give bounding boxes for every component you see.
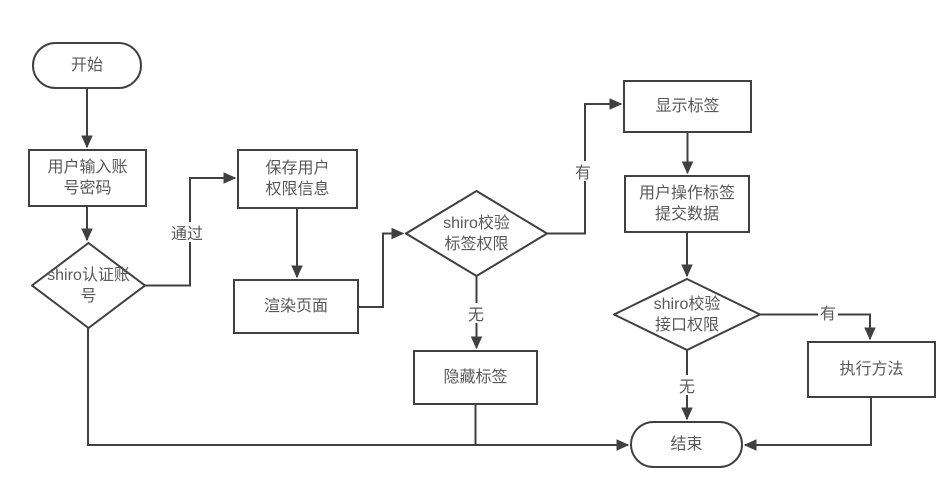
node-hide-tag-label: 隐藏标签 [443,369,508,386]
node-operate-tag: 用户操作标签 提交数据 [624,175,750,233]
node-input-credentials-label: 用户输入账 号密码 [47,159,128,197]
edge-label-tag-has: 有 [573,161,593,182]
node-start: 开始 [32,42,142,89]
edge-label-tag-none: 无 [466,303,486,324]
node-auth-account-label: shiro认证账 号 [47,266,130,305]
node-show-tag: 显示标签 [623,80,752,133]
node-execute-method: 执行方法 [807,341,936,398]
node-hide-tag: 隐藏标签 [413,350,538,405]
diamond-shape [613,278,761,351]
diamond-shape [31,242,146,329]
node-show-tag-label: 显示标签 [655,98,720,115]
edge-label-auth-pass: 通过 [167,222,207,243]
node-execute-method-label: 执行方法 [839,361,904,378]
node-operate-tag-label: 用户操作标签 提交数据 [638,185,735,223]
node-save-permissions: 保存用户 权限信息 [237,149,358,209]
node-start-label: 开始 [70,57,103,74]
node-check-tag-permission: shiro校验 标签权限 [405,190,548,277]
node-check-api-permission: shiro校验 接口权限 [613,278,761,351]
node-render-page-label: 渲染页面 [263,298,328,315]
edge-render-to-tagcheck [358,227,405,308]
edge-execute-to-end [743,397,872,451]
node-input-credentials: 用户输入账 号密码 [28,149,147,207]
node-end-label: 结束 [670,436,703,453]
node-check-api-permission-label: shiro校验 接口权限 [653,295,721,334]
edge-label-api-has: 有 [818,302,838,323]
node-save-permissions-label: 保存用户 权限信息 [265,160,330,198]
edge-label-api-none: 无 [677,375,697,396]
node-check-tag-permission-label: shiro校验 标签权限 [443,214,510,253]
node-end: 结束 [630,421,743,468]
edge-auth-fail-to-end [87,328,630,451]
diamond-shape [405,190,548,277]
edge-apicheck-yes-to-execute [760,313,876,341]
node-auth-account: shiro认证账 号 [31,242,146,329]
node-render-page: 渲染页面 [233,279,359,334]
